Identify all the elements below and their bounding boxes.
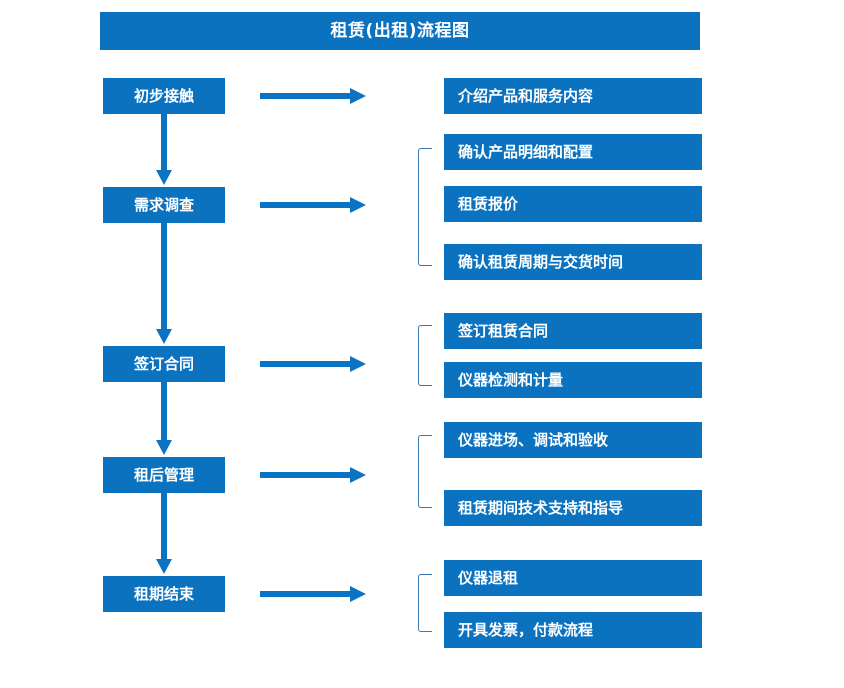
detail-box-introduce-products[interactable]: 介绍产品和服务内容 [444,78,702,114]
stage-label: 需求调查 [133,195,194,214]
right-arrow-stage4 [260,467,366,483]
stage-label: 签订合同 [133,354,194,373]
down-arrow-stage1-to-stage2 [156,114,172,185]
stage-box-preliminary-contact[interactable]: 初步接触 [103,78,225,114]
detail-box-sign-lease-contract[interactable]: 签订租赁合同 [444,313,702,349]
detail-box-instrument-return[interactable]: 仪器退租 [444,560,702,596]
stage-label: 租后管理 [133,465,194,484]
detail-box-instrument-delivery[interactable]: 仪器进场、调试和验收 [444,422,702,458]
page-title: 租赁(出租)流程图 [330,20,470,41]
detail-label: 介绍产品和服务内容 [458,86,594,105]
detail-box-instrument-inspection[interactable]: 仪器检测和计量 [444,362,702,398]
detail-box-technical-support[interactable]: 租赁期间技术支持和指导 [444,490,702,526]
right-arrow-stage1 [260,88,366,104]
stage-box-sign-contract[interactable]: 签订合同 [103,346,225,382]
stage-box-lease-end[interactable]: 租期结束 [103,576,225,612]
detail-label: 确认租赁周期与交货时间 [458,252,624,271]
detail-label: 仪器检测和计量 [458,370,564,389]
bracket-post-lease-group [418,435,432,508]
detail-label: 租赁报价 [458,194,519,213]
detail-label: 签订租赁合同 [458,321,549,340]
stage-box-post-lease-management[interactable]: 租后管理 [103,457,225,493]
right-arrow-stage3 [260,356,366,372]
right-arrow-stage5 [260,586,366,602]
detail-label: 仪器退租 [458,568,519,587]
bracket-lease-end-group [418,574,432,632]
stage-label: 租期结束 [133,584,194,603]
stage-label: 初步接触 [133,86,194,105]
detail-box-confirm-product-spec[interactable]: 确认产品明细和配置 [444,134,702,170]
bracket-sign-contract-group [418,325,432,386]
stage-box-demand-survey[interactable]: 需求调查 [103,187,225,223]
detail-box-confirm-lease-period[interactable]: 确认租赁周期与交货时间 [444,244,702,280]
detail-box-invoice-payment[interactable]: 开具发票，付款流程 [444,612,702,648]
detail-label: 确认产品明细和配置 [458,142,594,161]
detail-label: 仪器进场、调试和验收 [458,430,609,449]
down-arrow-stage3-to-stage4 [156,382,172,455]
bracket-demand-survey-group [418,148,432,266]
down-arrow-stage2-to-stage3 [156,223,172,344]
chart-title-banner: 租赁(出租)流程图 [100,12,700,50]
right-arrow-stage2 [260,197,366,213]
detail-label: 开具发票，付款流程 [458,620,594,639]
down-arrow-stage4-to-stage5 [156,493,172,574]
detail-label: 租赁期间技术支持和指导 [458,498,624,517]
detail-box-lease-quotation[interactable]: 租赁报价 [444,186,702,222]
